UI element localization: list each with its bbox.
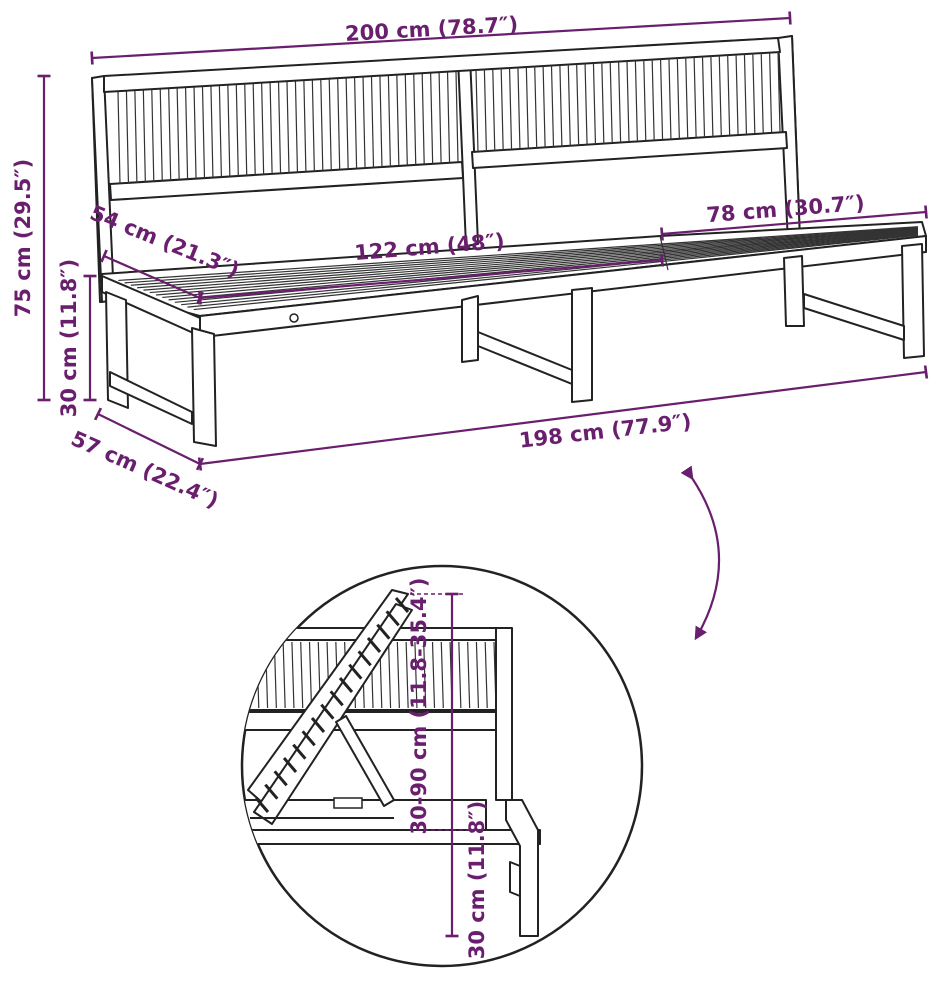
seat-height-label: 30 cm (11.8″) <box>57 259 81 418</box>
backrest-slats-left <box>117 71 459 185</box>
backrest-slats-right <box>475 51 781 153</box>
detail-seat-height-label: 30 cm (11.8″) <box>465 801 489 960</box>
height-label: 75 cm (29.5″) <box>11 159 35 318</box>
base-length-label: 198 cm (77.9″) <box>518 409 693 452</box>
main-dimension-lines <box>37 11 929 471</box>
detail-view <box>240 564 644 968</box>
bench-main-view <box>91 35 927 447</box>
backrest <box>91 35 801 303</box>
total-width-label: 200 cm (78.7″) <box>344 12 518 46</box>
detail-adjustable-height-label: 30-90 cm (11.8-35.4″) <box>407 577 431 834</box>
curved-arrow-icon <box>680 465 721 641</box>
